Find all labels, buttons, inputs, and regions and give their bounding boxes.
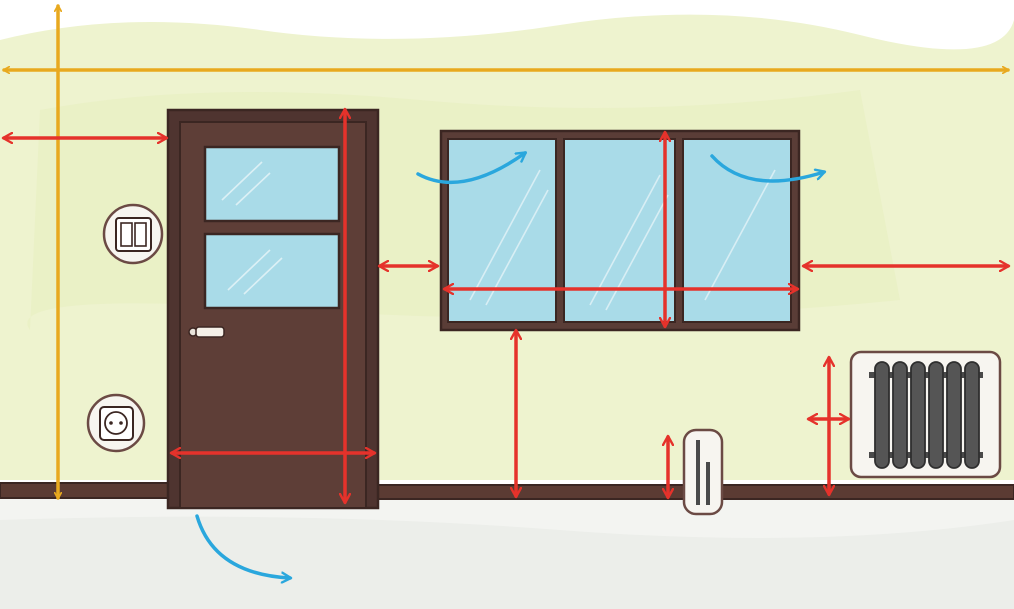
radiator-fins xyxy=(874,361,980,469)
light-switch-icon xyxy=(102,203,164,265)
floor-shading xyxy=(0,516,1014,609)
opening-swings xyxy=(195,153,824,578)
wall-pipe-icon xyxy=(682,428,724,516)
window-right-swing-arrow xyxy=(710,154,824,183)
window xyxy=(439,129,801,332)
door-glass-bottom xyxy=(203,232,341,310)
door-swing-arrow xyxy=(195,514,290,578)
door-glass-top xyxy=(203,145,341,223)
window-pane-middle xyxy=(563,138,676,323)
door-handle-icon xyxy=(188,326,225,338)
floor xyxy=(0,498,1014,609)
overall-measurements xyxy=(2,4,1010,500)
radiator-icon xyxy=(849,350,1002,479)
power-socket-icon xyxy=(86,393,146,453)
door-glass-reflection xyxy=(221,161,283,295)
window-pane-right xyxy=(682,138,792,323)
detail-measurements xyxy=(4,110,1008,502)
window-left-swing-arrow xyxy=(416,153,525,185)
baseboard xyxy=(0,482,1014,500)
